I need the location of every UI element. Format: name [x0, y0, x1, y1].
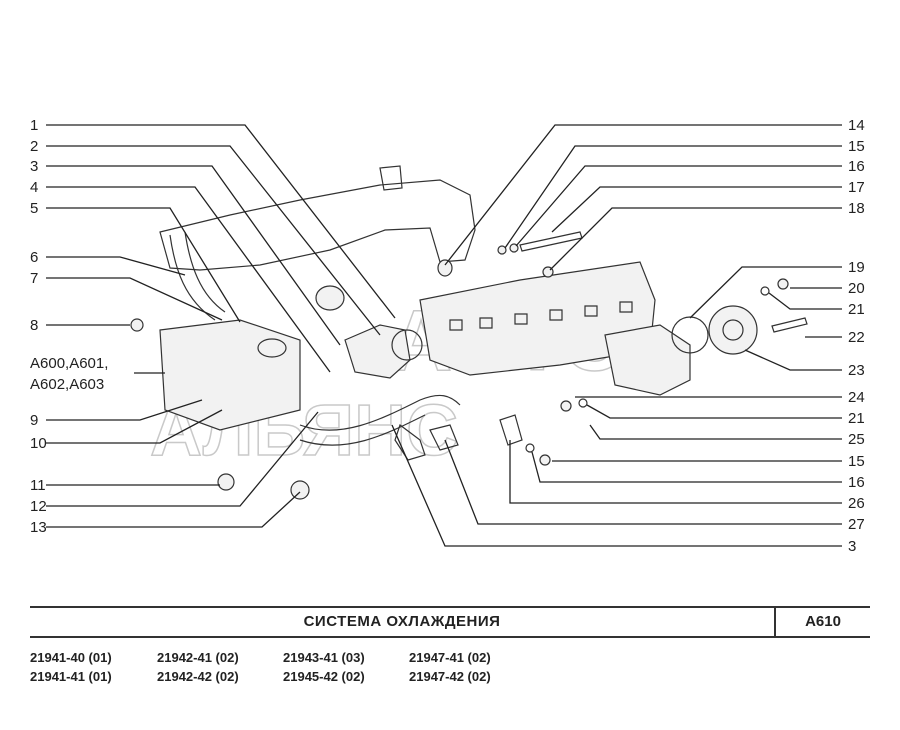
- title-bar: СИСТЕМА ОХЛАЖДЕНИЯ А610: [30, 606, 870, 638]
- pump-impeller: [708, 305, 758, 355]
- callout-24: 24: [848, 389, 865, 406]
- bolt-24: [560, 400, 572, 412]
- callout-5: 5: [30, 200, 38, 217]
- callouts-left: 1 2 3 4 5 6 7 8 А600,А601, А602,А603 9 1…: [30, 117, 108, 536]
- bolt-20: [777, 278, 789, 290]
- washer-lower-16: [525, 443, 535, 453]
- callout-15-lower: 15: [848, 453, 865, 470]
- model-item: 21942-42 (02): [157, 669, 239, 684]
- pipe-bend: [499, 414, 523, 446]
- expansion-tank: [159, 319, 301, 431]
- leader-lines: [46, 124, 842, 547]
- callout-26: 26: [848, 495, 865, 512]
- callout-6: 6: [30, 249, 38, 266]
- hose-lower-2: [299, 414, 426, 446]
- clamp-13: [290, 480, 310, 500]
- pump-gasket: [671, 316, 709, 354]
- model-item: 21947-41 (02): [409, 650, 491, 665]
- title-divider: [774, 608, 776, 636]
- callout-20: 20: [848, 280, 865, 297]
- pump-housing: [604, 324, 691, 396]
- pump-impeller-hub: [722, 319, 744, 341]
- callout-23: 23: [848, 362, 865, 379]
- hose-upper-2: [184, 231, 226, 313]
- callout-1: 1: [30, 117, 38, 134]
- model-item: 21945-42 (02): [283, 669, 365, 684]
- hose-short-2: [429, 424, 459, 451]
- hose-upper: [169, 234, 216, 321]
- callout-15: 15: [848, 138, 865, 155]
- cooling-system-diagram: АВТО АЛЬЯНС: [30, 117, 865, 555]
- variant-label-line1: А600,А601,: [30, 355, 108, 372]
- callout-18: 18: [848, 200, 865, 217]
- clamp-11: [217, 473, 235, 491]
- model-item: 21941-40 (01): [30, 650, 112, 665]
- callout-10: 10: [30, 435, 47, 452]
- bushing: [437, 259, 453, 277]
- callout-3-lower: 3: [848, 538, 856, 555]
- tank-cap: [257, 338, 287, 358]
- model-item: 21941-41 (01): [30, 669, 112, 684]
- section-code: А610: [805, 613, 841, 630]
- callout-19: 19: [848, 259, 865, 276]
- page-title: СИСТЕМА ОХЛАЖДЕНИЯ: [303, 613, 501, 630]
- callout-16: 16: [848, 158, 865, 175]
- thermostat-flange: [391, 329, 423, 361]
- callout-22: 22: [848, 329, 865, 346]
- model-item: 21943-41 (03): [283, 650, 365, 665]
- callout-8: 8: [30, 317, 38, 334]
- callout-27: 27: [848, 516, 865, 533]
- upper-frame: [159, 179, 476, 271]
- model-item: 21947-42 (02): [409, 669, 491, 684]
- callout-2: 2: [30, 138, 38, 155]
- callout-25: 25: [848, 431, 865, 448]
- callout-12: 12: [30, 498, 47, 515]
- callouts-right: 14 15 16 17 18 19 20 21 22 23 24 21 25 1…: [848, 117, 865, 555]
- bolt-22: [771, 317, 808, 333]
- callout-3: 3: [30, 158, 38, 175]
- washer-21: [760, 286, 770, 296]
- callout-4: 4: [30, 179, 38, 196]
- clamp-top: [315, 285, 345, 311]
- engine-ports: [449, 301, 633, 331]
- hose-lower: [299, 394, 461, 431]
- frame-bracket: [379, 165, 403, 191]
- hose-short: [394, 424, 426, 461]
- nut-lower: [539, 454, 551, 466]
- callout-13: 13: [30, 519, 47, 536]
- bolt-head-8: [130, 318, 144, 332]
- callout-21-lower: 21: [848, 410, 865, 427]
- washer-top: [497, 245, 507, 255]
- callout-14: 14: [848, 117, 865, 134]
- callout-7: 7: [30, 270, 38, 287]
- callout-16-lower: 16: [848, 474, 865, 491]
- variant-label-line2: А602,А603: [30, 376, 104, 393]
- callout-17: 17: [848, 179, 865, 196]
- callout-9: 9: [30, 412, 38, 429]
- model-item: 21942-41 (02): [157, 650, 239, 665]
- callout-11: 11: [30, 477, 46, 494]
- washer-lower-21: [578, 398, 588, 408]
- callout-21: 21: [848, 301, 865, 318]
